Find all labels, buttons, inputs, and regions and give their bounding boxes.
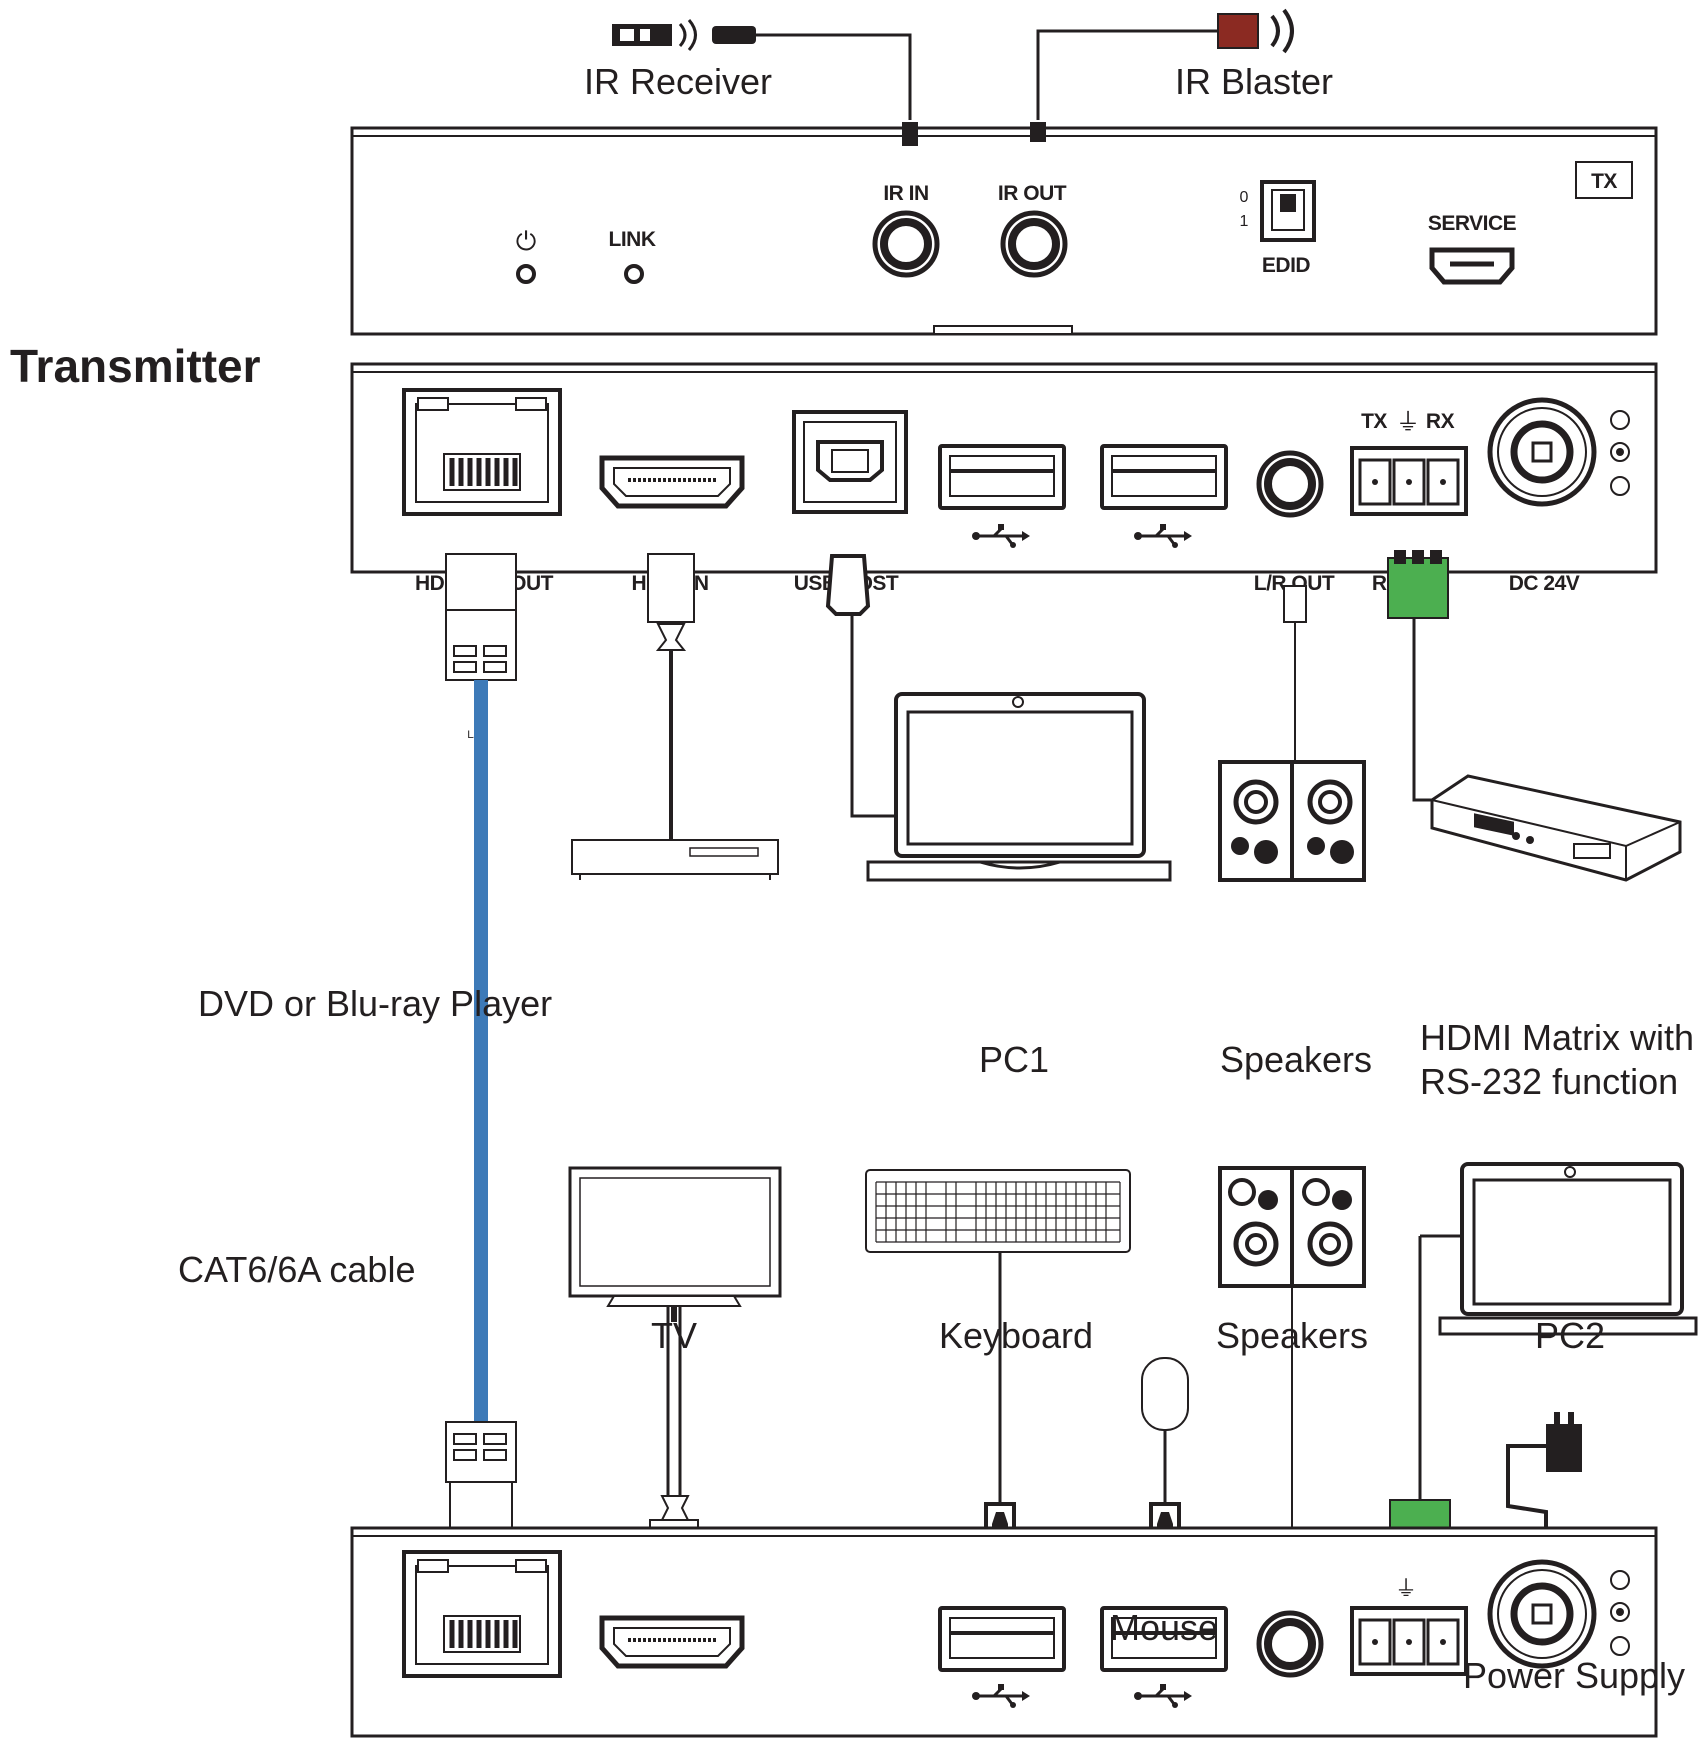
- hdbaset-bottom-plug: [445, 1421, 517, 1539]
- ir-in-jack: [875, 213, 937, 275]
- tv-icon: [568, 1166, 782, 1322]
- matrix-caption-line1: HDMI Matrix with: [1420, 1017, 1694, 1058]
- ir-blaster: [1036, 8, 1294, 120]
- hdmi-in-cable: [647, 553, 695, 840]
- tv-caption: TV: [651, 1315, 697, 1356]
- service-label: SERVICE: [1428, 212, 1517, 235]
- usb-a-port-2: [1100, 444, 1228, 510]
- ir-in-label: IR IN: [883, 182, 928, 205]
- rs232-terminal-bottom: [1350, 1606, 1468, 1676]
- transmitter-front-panel: ⏻ LINK IR IN IR OUT 0 1 EDID SERVICE TX: [350, 122, 1658, 336]
- transmitter-rear-panel: TX ⏚ RX HDBaseT OUT HDMI IN USB HOST L/R…: [350, 362, 1658, 595]
- dc-jack-bottom: [1490, 1562, 1594, 1666]
- cat-cable-caption: CAT6/6A cable: [178, 1249, 415, 1290]
- speakers-bottom-icon: [1218, 1166, 1366, 1288]
- hdbaset-out-port: [404, 390, 560, 514]
- rs232-tx-label: TX: [1361, 410, 1387, 433]
- hdmi-out-port: [602, 1618, 742, 1666]
- speakers-top-caption: Speakers: [1220, 1039, 1372, 1080]
- transmitter-title: Transmitter: [10, 340, 261, 392]
- usb-a-port-3: [938, 1606, 1066, 1672]
- pc2-laptop-icon: [1420, 1162, 1698, 1336]
- pc2-caption: PC2: [1535, 1315, 1605, 1356]
- usb-a-port-1: [938, 444, 1066, 510]
- lr-out-label: L/R OUT: [1254, 572, 1335, 595]
- edid-0-label: 0: [1240, 189, 1249, 206]
- rs232-bottom-green-plug: [1389, 1236, 1451, 1576]
- keyboard-caption: Keyboard: [939, 1315, 1093, 1356]
- polarity-icon: [1610, 1570, 1630, 1656]
- link-led: [624, 264, 644, 284]
- power-led: [516, 264, 536, 284]
- tx-badge: [1575, 161, 1633, 199]
- pc1-laptop-icon: [866, 692, 1172, 882]
- lr-out-cable: [1283, 585, 1307, 766]
- power-icon: ⏻: [516, 226, 537, 256]
- svg-text:TX: TX: [1591, 170, 1617, 193]
- power-supply-caption: Power Supply: [1463, 1655, 1685, 1696]
- service-micro-usb-port: [1429, 247, 1515, 285]
- lr-out-jack: [1259, 453, 1321, 515]
- hdmi-in-port: [602, 458, 742, 506]
- matrix-caption-line2: RS-232 function: [1420, 1061, 1678, 1102]
- mouse-icon: [1141, 1357, 1189, 1504]
- dvd-caption: DVD or Blu-ray Player: [198, 983, 552, 1024]
- polarity-icon: [1610, 410, 1630, 496]
- ir-out-jack: [1003, 213, 1065, 275]
- hdbaset-in-port: [404, 1552, 560, 1676]
- mouse-caption: Mouse: [1110, 1607, 1218, 1648]
- ir-out-label: IR OUT: [998, 182, 1067, 205]
- edid-label: EDID: [1262, 254, 1311, 277]
- edid-dip-switch: [1260, 180, 1316, 242]
- speakers-top-icon: [1218, 760, 1366, 882]
- cat6-cable: [474, 680, 488, 1430]
- ir-receiver: [612, 19, 912, 120]
- usb-host-cable: [825, 554, 910, 818]
- ir-receiver-caption: IR Receiver: [584, 61, 772, 102]
- link-label: LINK: [609, 228, 656, 251]
- hdmi-matrix-icon: [1430, 774, 1682, 882]
- rs232-rx-label: RX: [1426, 410, 1455, 433]
- dc-24v-label: DC 24V: [1509, 572, 1580, 595]
- ground-icon: ⏚: [1396, 409, 1420, 436]
- keyboard-icon: [865, 1169, 1131, 1253]
- ir-blaster-icon: [1217, 13, 1259, 49]
- receiver-rear-panel: ⏚: [350, 1526, 1658, 1738]
- pc1-caption: PC1: [979, 1039, 1049, 1080]
- ground-icon: ⏚: [1395, 1576, 1417, 1601]
- dvd-player-icon: [571, 839, 779, 880]
- usb-host-port: [792, 410, 908, 514]
- audio-jack: [1259, 1613, 1321, 1675]
- edid-1-label: 1: [1240, 213, 1249, 230]
- dc-24v-jack: [1490, 400, 1594, 504]
- ir-blaster-caption: IR Blaster: [1175, 61, 1333, 102]
- hdbaset-top-plug: [445, 553, 517, 681]
- rs232-terminal: [1350, 446, 1468, 516]
- rs232-green-plug: [1387, 550, 1449, 802]
